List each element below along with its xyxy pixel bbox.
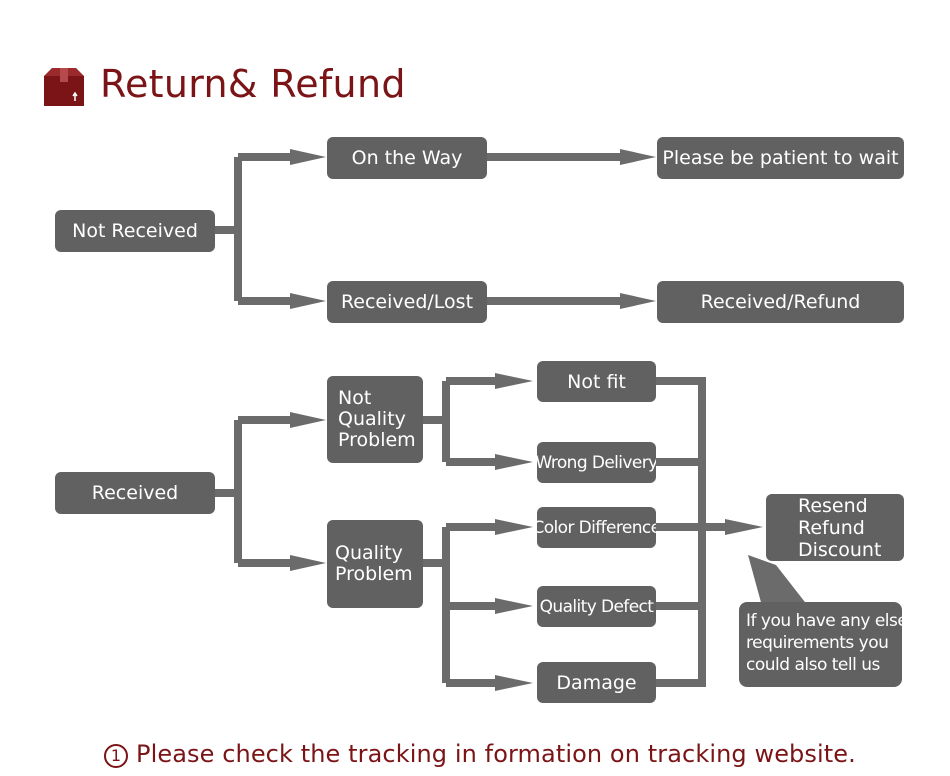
node-received-lost: Received/Lost — [327, 281, 487, 323]
footer-text: Please check the tracking in formation o… — [136, 740, 856, 768]
node-received: Received — [55, 472, 215, 514]
node-quality-problem: Quality Problem — [327, 520, 423, 608]
node-color-difference: Color Difference — [537, 507, 656, 548]
node-line: Not — [338, 387, 372, 409]
node-wrong-delivery: Wrong Delivery — [537, 442, 656, 483]
note-line: If you have any else — [746, 611, 902, 631]
node-on-the-way: On the Way — [327, 137, 487, 179]
node-line: Discount — [798, 538, 882, 561]
node-line: Refund — [798, 516, 865, 539]
node-line: Resend — [798, 494, 868, 517]
speech-bubble-note: If you have any else requirements you co… — [739, 602, 902, 687]
package-box-icon — [44, 68, 84, 106]
node-not-quality-problem: Not Quality Problem — [327, 376, 423, 463]
node-not-received: Not Received — [55, 210, 215, 252]
circled-number-marker: 1 — [104, 744, 128, 768]
footer-notice: 1 Please check the tracking in formation … — [104, 740, 856, 768]
node-damage: Damage — [537, 662, 656, 703]
node-please-be-patient: Please be patient to wait — [657, 137, 904, 179]
node-not-fit: Not fit — [537, 361, 656, 402]
note-line: could also tell us — [746, 655, 880, 675]
node-line: Quality — [335, 542, 403, 564]
node-resend-refund-discount: Resend Refund Discount — [766, 494, 904, 561]
note-line: requirements you — [746, 633, 889, 653]
node-quality-defect: Quality Defect — [537, 586, 656, 627]
page-title: Return& Refund — [100, 62, 406, 106]
node-line: Problem — [338, 429, 416, 451]
node-received-refund: Received/Refund — [657, 281, 904, 323]
node-line: Problem — [335, 563, 413, 585]
node-line: Quality — [338, 408, 406, 430]
